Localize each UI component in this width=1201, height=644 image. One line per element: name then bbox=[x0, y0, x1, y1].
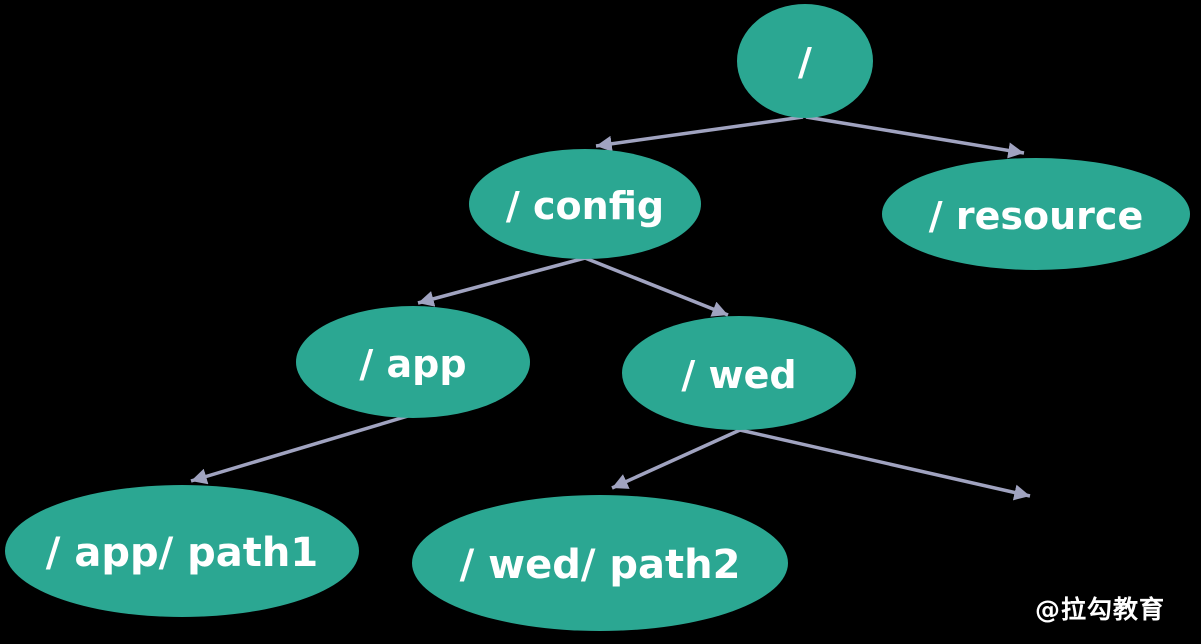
node-resource-label: / resource bbox=[929, 194, 1143, 238]
nodes: / / config / resource / app / wed / app/ bbox=[5, 4, 1190, 631]
edge-wed-to-empty bbox=[739, 428, 1031, 501]
edge-config-to-app bbox=[417, 256, 586, 307]
node-app-label: / app bbox=[359, 342, 466, 386]
edge-app-to-path1 bbox=[190, 414, 409, 485]
node-wed-shape bbox=[622, 316, 856, 430]
node-app-shape bbox=[296, 306, 530, 418]
node-app-path1-shape bbox=[5, 485, 359, 617]
watermark: @拉勾教育 bbox=[1034, 595, 1165, 624]
node-root-shape bbox=[737, 4, 873, 118]
edge-wed-to-path2 bbox=[611, 428, 741, 490]
node-wed-path2-shape bbox=[412, 495, 788, 631]
node-config-shape bbox=[469, 149, 701, 259]
edge-root-to-resource bbox=[805, 115, 1025, 159]
node-root-label: / bbox=[798, 40, 812, 84]
node-resource: / resource bbox=[882, 158, 1190, 270]
node-app: / app bbox=[296, 306, 530, 418]
node-app-path1-label: / app/ path1 bbox=[46, 530, 318, 576]
node-wed: / wed bbox=[622, 316, 856, 430]
edges bbox=[190, 115, 1031, 501]
node-wed-path2: / wed/ path2 bbox=[412, 495, 788, 631]
node-resource-shape bbox=[882, 158, 1190, 270]
edge-root-to-config bbox=[595, 115, 804, 152]
node-app-path1: / app/ path1 bbox=[5, 485, 359, 617]
node-root: / bbox=[737, 4, 873, 118]
node-wed-path2-label: / wed/ path2 bbox=[460, 542, 741, 588]
node-config: / config bbox=[469, 149, 701, 259]
edge-config-to-wed bbox=[584, 256, 729, 317]
node-config-label: / config bbox=[506, 184, 664, 228]
node-wed-label: / wed bbox=[681, 353, 796, 397]
